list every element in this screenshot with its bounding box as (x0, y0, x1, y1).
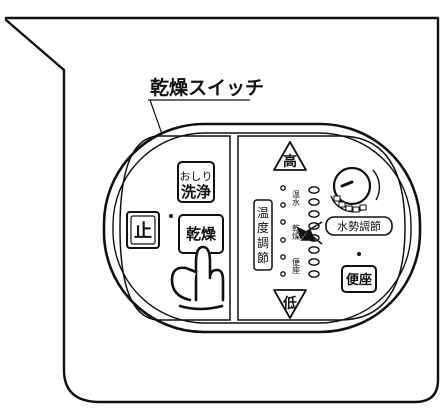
water-pressure-label-text: 水勢調節 (337, 219, 381, 233)
temperature-label-char-3: 調 (257, 236, 269, 250)
temperature-adjust-label: 温 度 調 節 (253, 199, 273, 271)
seat-button-label: 便座 (346, 272, 372, 288)
housing-outline (4, 16, 440, 404)
selector-arrows (296, 221, 323, 245)
left-subpanel (119, 135, 231, 321)
mode-label-dry: 乾燥 (292, 223, 301, 241)
callout-label: 乾燥スイッチ (150, 76, 264, 99)
dry-button-label: 乾燥 (186, 225, 217, 243)
mode-label-water: 温水 (292, 190, 301, 206)
stop-button-label: 止 (134, 220, 152, 242)
temperature-mode-labels: 温水 乾燥 便座 (292, 190, 301, 275)
indicator-dot (169, 214, 173, 218)
stop-button[interactable]: 止 (126, 211, 160, 249)
high-button[interactable]: 高 (273, 141, 307, 171)
temperature-label-char-4: 節 (257, 250, 269, 265)
wash-button-label-line2: 洗浄 (181, 183, 211, 201)
level-lamps (308, 186, 320, 278)
temperature-label-char-2: 度 (257, 220, 269, 235)
pointing-hand-icon (170, 245, 225, 311)
dry-button[interactable]: 乾燥 (178, 214, 224, 254)
right-subpanel (237, 135, 406, 321)
wash-button-label-line1: おしり (180, 170, 213, 183)
low-button[interactable]: 低 (273, 289, 307, 319)
water-pressure-dial-icon[interactable] (330, 166, 381, 213)
mode-label-seat: 便座 (292, 257, 301, 275)
water-pressure-label: 水勢調節 (325, 216, 393, 236)
temperature-label-char-1: 温 (257, 206, 269, 220)
high-button-label: 高 (283, 153, 297, 170)
seat-button[interactable]: 便座 (341, 252, 377, 293)
wash-button[interactable]: おしり 洗浄 (177, 161, 215, 203)
low-button-label: 低 (282, 295, 297, 312)
temperature-indicator-dots (280, 185, 286, 277)
